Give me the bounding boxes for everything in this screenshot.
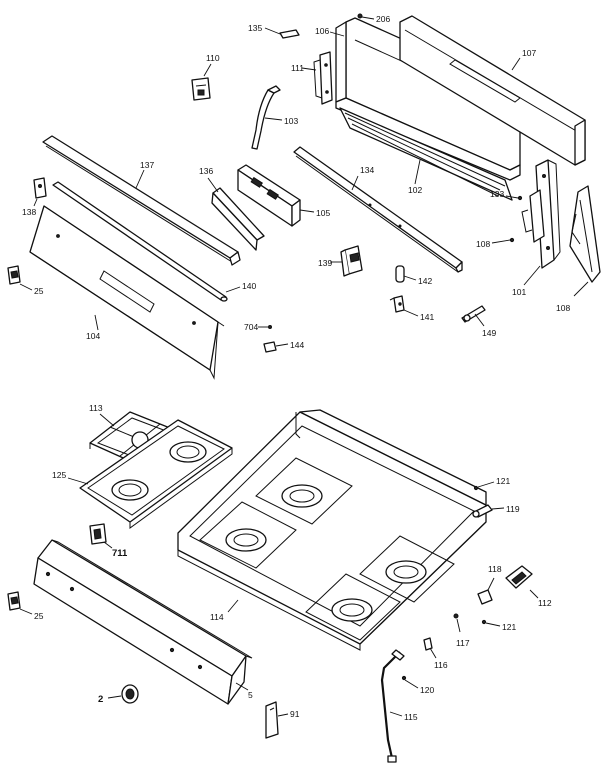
label-121-upper: 121 bbox=[496, 476, 510, 486]
label-5: 5 bbox=[248, 690, 253, 700]
label-103: 103 bbox=[284, 116, 298, 126]
label-117: 117 bbox=[456, 638, 470, 648]
label-111: 111 bbox=[291, 63, 304, 73]
part-136-plate bbox=[211, 187, 265, 251]
label-104: 104 bbox=[86, 331, 100, 341]
part-91-insert bbox=[265, 701, 279, 739]
part-138-clip bbox=[33, 177, 47, 199]
label-115: 115 bbox=[404, 712, 418, 722]
part-206-screw bbox=[357, 13, 375, 20]
label-120: 120 bbox=[420, 685, 434, 695]
part-2-knob bbox=[121, 684, 139, 704]
label-119: 119 bbox=[506, 504, 520, 514]
part-25-clip-upper bbox=[7, 265, 21, 285]
label-106: 106 bbox=[315, 26, 329, 36]
part-149-pin bbox=[461, 305, 486, 323]
part-121-screw-upper bbox=[473, 481, 495, 491]
part-704-screw bbox=[258, 325, 272, 329]
label-108-panel: 108 bbox=[556, 303, 570, 313]
label-704: 704 bbox=[244, 322, 258, 332]
part-137-trim-strip bbox=[42, 135, 241, 266]
label-141: 141 bbox=[420, 312, 434, 322]
part-141-small-bracket bbox=[389, 295, 405, 313]
label-121-lower: 121 bbox=[502, 622, 516, 632]
part-119-fitting bbox=[472, 504, 493, 518]
part-117-screw bbox=[453, 613, 461, 633]
label-136: 136 bbox=[199, 166, 213, 176]
label-139: 139 bbox=[318, 258, 332, 268]
label-144: 144 bbox=[290, 340, 304, 350]
part-120-screw bbox=[401, 675, 419, 689]
part-133-screw bbox=[505, 195, 523, 201]
label-2: 2 bbox=[98, 694, 103, 705]
part-25-clip-lower bbox=[7, 591, 21, 611]
part-104-control-panel bbox=[29, 205, 225, 380]
part-108-screw bbox=[491, 237, 515, 244]
part-103-tube bbox=[251, 85, 281, 150]
label-25-lower: 25 bbox=[34, 611, 44, 621]
label-138: 138 bbox=[22, 207, 36, 217]
label-133: 133 bbox=[490, 189, 504, 199]
part-125-burner-pan bbox=[79, 419, 233, 529]
label-112: 112 bbox=[538, 598, 552, 608]
part-139-bracket bbox=[340, 245, 363, 277]
label-114: 114 bbox=[210, 612, 224, 622]
part-121-screw-lower bbox=[481, 619, 501, 627]
label-91: 91 bbox=[290, 709, 300, 719]
label-206: 206 bbox=[376, 14, 390, 24]
part-107-top-cover bbox=[399, 15, 586, 166]
label-101: 101 bbox=[512, 287, 526, 297]
label-118: 118 bbox=[488, 564, 502, 574]
label-107: 107 bbox=[522, 48, 536, 58]
label-142: 142 bbox=[418, 276, 432, 286]
label-105: 105 bbox=[316, 208, 330, 218]
part-118-orifice bbox=[477, 589, 493, 605]
label-113: 113 bbox=[89, 403, 103, 413]
part-140-rod bbox=[52, 181, 228, 302]
part-108-side-panel bbox=[569, 185, 601, 283]
part-135-clip bbox=[264, 27, 300, 39]
part-112-valve bbox=[505, 565, 533, 589]
part-101-hinge bbox=[521, 159, 561, 269]
label-137: 137 bbox=[140, 160, 154, 170]
label-140: 140 bbox=[242, 281, 256, 291]
label-110: 110 bbox=[206, 53, 220, 63]
label-116: 116 bbox=[434, 660, 448, 670]
part-114-cooktop bbox=[177, 409, 487, 651]
part-110-switch bbox=[191, 77, 211, 101]
part-142-capsule bbox=[395, 265, 405, 283]
part-105-timer-box bbox=[237, 164, 301, 227]
part-144-clip bbox=[263, 341, 289, 353]
label-108-screw: 108 bbox=[476, 239, 490, 249]
part-711-plate bbox=[89, 523, 107, 545]
label-25-upper: 25 bbox=[34, 286, 44, 296]
part-115-tube bbox=[380, 649, 405, 763]
label-125: 125 bbox=[52, 470, 66, 480]
label-102: 102 bbox=[408, 185, 422, 195]
label-711: 711 bbox=[112, 548, 128, 559]
label-134: 134 bbox=[360, 165, 374, 175]
part-116-fitting bbox=[423, 637, 437, 659]
part-134-rail bbox=[293, 146, 463, 273]
label-149: 149 bbox=[482, 328, 496, 338]
part-5-manifold-panel bbox=[33, 539, 253, 705]
label-135: 135 bbox=[248, 23, 262, 33]
part-111-bracket bbox=[313, 51, 333, 105]
